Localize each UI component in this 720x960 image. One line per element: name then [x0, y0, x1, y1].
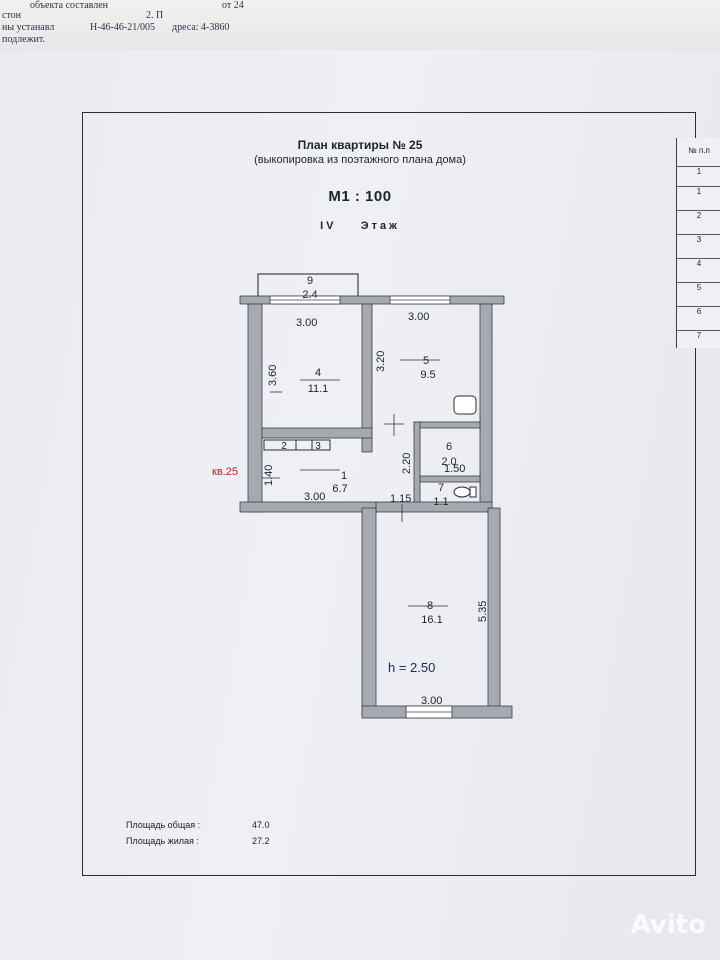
- room-9-number: 9: [307, 275, 313, 287]
- apartment-tag: кв.25: [212, 466, 238, 478]
- dim-room5-height: 3.20: [375, 351, 387, 372]
- room-1-area: 6.7: [332, 483, 347, 495]
- side-table-row: 2: [677, 210, 720, 220]
- fixtures: [453, 395, 477, 498]
- side-table-header: № п.п: [688, 146, 710, 155]
- dim-room4-height: 3.60: [267, 365, 279, 386]
- fragment-text: стон: [2, 10, 22, 21]
- wall-corridor-bottom: [239, 501, 377, 513]
- total-area-value: 47.0: [252, 820, 270, 830]
- side-table-row: 1: [677, 186, 720, 196]
- wall-4-5: [361, 303, 373, 453]
- side-table-row: 6: [677, 306, 720, 316]
- room-9-area: 2.4: [302, 289, 317, 301]
- dim-passage-width: 1.15: [390, 493, 411, 505]
- total-area-label: Площадь общая :: [126, 820, 201, 830]
- door-lines: [262, 359, 448, 607]
- dim-room8-height: 5.35: [477, 601, 489, 622]
- fragment-text: Н-46-46-21/005: [90, 22, 155, 33]
- dim-bath-width: 1.50: [444, 463, 465, 475]
- wall-left: [247, 303, 263, 513]
- plan-title: План квартиры № 25: [297, 138, 423, 152]
- side-table-row: 4: [677, 258, 720, 268]
- room-5-number: 5: [423, 355, 429, 367]
- room-7-number: 7: [438, 482, 444, 494]
- room-6-number: 6: [446, 441, 452, 453]
- dim-entry-height: 1.40: [263, 465, 275, 486]
- wall-8-left: [361, 507, 377, 717]
- fragment-text: дреса: 4-3860: [172, 22, 230, 33]
- room-3-number: 3: [315, 441, 321, 452]
- room-4-number: 4: [315, 367, 321, 379]
- living-area-label: Площадь жилая :: [126, 836, 199, 846]
- fragment-text: подлежит.: [2, 34, 45, 45]
- sink-icon: [453, 395, 477, 415]
- wall-bath-mid: [419, 475, 481, 483]
- wall-bath-top: [413, 421, 481, 429]
- dim-room5-width: 3.00: [408, 311, 429, 323]
- dim-corridor-width: 3.00: [304, 491, 325, 503]
- side-table-row: 1: [677, 166, 720, 176]
- room-5-area: 9.5: [420, 369, 435, 381]
- wall-8-right: [487, 507, 501, 717]
- room-8-number: 8: [427, 600, 433, 612]
- closets: [263, 439, 331, 451]
- walls: [239, 273, 513, 719]
- scale-label: М1 : 100: [328, 188, 392, 205]
- living-area-value: 27.2: [252, 836, 270, 846]
- floor-label: IV Этаж: [0, 220, 720, 232]
- floor-number: IV: [320, 220, 337, 232]
- side-table: № п.п 1 1 2 3 4 5 6 7: [676, 138, 720, 348]
- side-table-row: 5: [677, 282, 720, 292]
- floor-word: Этаж: [360, 220, 400, 232]
- dim-room4-width: 3.00: [296, 317, 317, 329]
- room-1-number: 1: [341, 470, 347, 482]
- fragment-text: от 24: [222, 0, 244, 11]
- wall-right: [479, 303, 493, 507]
- wall-4-bottom: [261, 427, 373, 439]
- side-table-row: 3: [677, 234, 720, 244]
- fragment-text: ны устанавл: [2, 22, 55, 33]
- room-2-number: 2: [281, 441, 287, 452]
- fragment-text: 2. П: [146, 10, 164, 21]
- wall-8-top: [375, 501, 493, 513]
- side-table-row: 7: [677, 330, 720, 340]
- ceiling-height-label: h = 2.50: [388, 660, 435, 675]
- avito-watermark: Avito: [630, 910, 706, 940]
- fragment-text: объекта составлен: [30, 0, 109, 11]
- room-6-area: 2.0: [441, 456, 456, 468]
- wall-bath-left: [413, 421, 421, 509]
- drawing-frame: [82, 112, 696, 876]
- room-8-area: 16.1: [421, 614, 442, 626]
- dim-room8-width: 3.00: [421, 695, 442, 707]
- plan-subtitle: (выкопировка из поэтажного плана дома): [254, 154, 466, 166]
- room-7-area: 1.1: [433, 496, 448, 508]
- toilet-icon: [453, 486, 471, 498]
- dim-corridor-height: 2.20: [401, 453, 413, 474]
- windows: [269, 295, 453, 719]
- room-4-area: 11.1: [308, 383, 329, 395]
- previous-page-fragment: объекта составлен стон 2. П ны устанавл …: [0, 0, 720, 50]
